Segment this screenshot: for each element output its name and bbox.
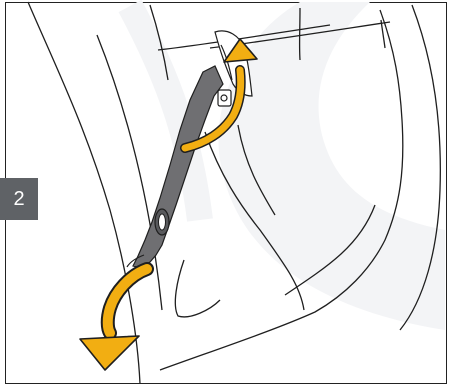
- pull-down-arrow-icon: [80, 269, 147, 370]
- step-number-badge: 2: [0, 178, 38, 220]
- step-number-text: 2: [13, 189, 24, 209]
